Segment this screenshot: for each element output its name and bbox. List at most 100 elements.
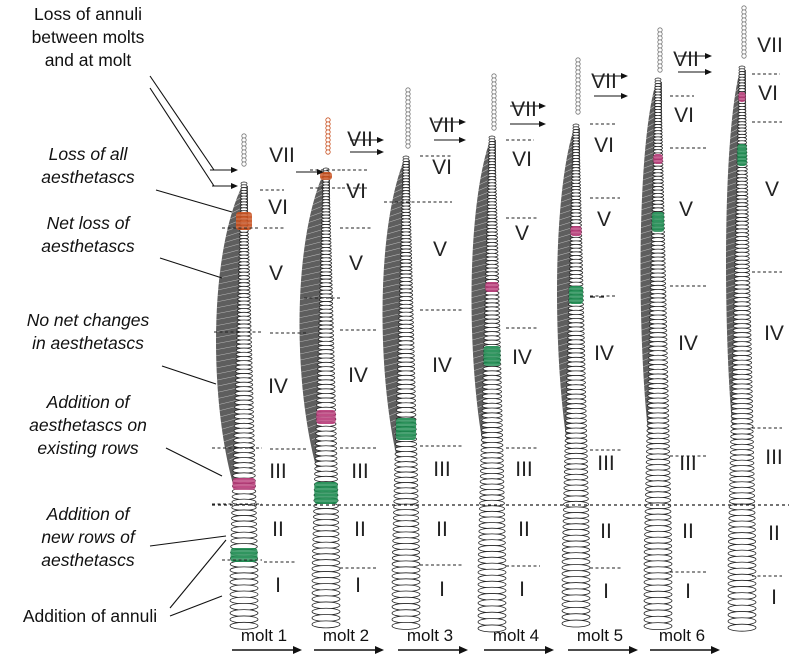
arrow-head bbox=[231, 183, 238, 189]
tip-segment bbox=[325, 149, 331, 155]
annulus bbox=[478, 516, 506, 524]
callout-line: existing rows bbox=[37, 438, 138, 458]
annuli-columns bbox=[229, 5, 757, 633]
annulus bbox=[391, 590, 421, 599]
orange-band bbox=[320, 172, 332, 180]
annulus bbox=[311, 589, 341, 597]
region-label-vii: VII bbox=[429, 114, 455, 137]
annulus bbox=[229, 578, 259, 586]
annulus bbox=[477, 574, 507, 583]
annulus bbox=[477, 562, 507, 571]
annulus bbox=[643, 615, 673, 624]
annulus bbox=[229, 566, 259, 574]
annulus bbox=[479, 488, 505, 496]
annulus bbox=[728, 497, 756, 505]
annulus bbox=[229, 572, 259, 580]
annulus bbox=[311, 614, 341, 622]
annulus bbox=[562, 517, 590, 525]
annulus bbox=[563, 479, 589, 486]
region-label-ii: II bbox=[600, 520, 612, 543]
callout-line: aesthetascs bbox=[41, 550, 135, 570]
annulus bbox=[643, 609, 673, 618]
annulus bbox=[729, 459, 755, 467]
annulus bbox=[393, 509, 419, 516]
annulus bbox=[479, 483, 505, 491]
annulus bbox=[561, 606, 591, 615]
annulus bbox=[645, 458, 671, 466]
annulus bbox=[561, 558, 591, 566]
annulus bbox=[644, 525, 672, 533]
annulus bbox=[391, 554, 421, 562]
region-label-ii: II bbox=[682, 520, 694, 543]
annulus bbox=[311, 571, 341, 579]
annulus bbox=[562, 540, 590, 548]
annulus bbox=[229, 602, 259, 611]
arrow-head bbox=[459, 119, 466, 125]
annulus bbox=[391, 609, 421, 617]
annulus bbox=[311, 559, 341, 567]
annulus bbox=[391, 584, 421, 592]
region-label-vii: VII bbox=[269, 144, 295, 167]
annulus bbox=[727, 623, 757, 632]
region-label-vii: VII bbox=[591, 70, 617, 93]
annulus bbox=[727, 586, 757, 594]
annulus bbox=[478, 539, 506, 547]
annulus bbox=[229, 596, 259, 605]
region-label-iii: III bbox=[679, 452, 697, 475]
annulus bbox=[392, 525, 420, 533]
annulus bbox=[729, 449, 755, 456]
region-label-vi: VI bbox=[432, 156, 452, 179]
annulus bbox=[391, 566, 421, 574]
magenta-band bbox=[570, 226, 582, 236]
region-label-i: I bbox=[439, 578, 445, 601]
arrow-head bbox=[539, 103, 546, 109]
annulus bbox=[230, 526, 258, 534]
arrow-head bbox=[621, 73, 628, 79]
annulus bbox=[391, 560, 421, 568]
annulus bbox=[391, 615, 421, 624]
leader-line bbox=[149, 535, 227, 547]
region-label-iii: III bbox=[765, 446, 783, 469]
annulus bbox=[477, 556, 507, 565]
region-label-vi: VI bbox=[512, 148, 532, 171]
region-label-iii: III bbox=[351, 460, 369, 483]
annulus bbox=[312, 541, 340, 549]
annulus bbox=[562, 523, 590, 531]
annulus bbox=[645, 474, 671, 482]
annulus bbox=[729, 486, 755, 494]
annulus bbox=[391, 548, 421, 556]
annulus bbox=[643, 554, 673, 562]
annulus bbox=[727, 537, 757, 546]
region-label-vii: VII bbox=[511, 98, 537, 121]
annulus bbox=[727, 592, 757, 600]
magenta-band bbox=[738, 92, 746, 102]
annulus bbox=[727, 567, 757, 576]
molt-arrow-3: molt 3 bbox=[398, 626, 468, 654]
annulus bbox=[643, 572, 673, 580]
annulus bbox=[312, 519, 340, 526]
annulus bbox=[311, 553, 341, 561]
molt-arrow-4: molt 4 bbox=[484, 626, 554, 654]
annulus bbox=[644, 530, 672, 538]
annulus bbox=[478, 522, 506, 530]
arrow-head bbox=[621, 93, 628, 99]
annulus bbox=[311, 577, 341, 585]
callout-line: new rows of bbox=[41, 527, 137, 547]
annulus bbox=[563, 473, 589, 481]
annulus bbox=[645, 485, 671, 493]
annulus bbox=[727, 617, 757, 626]
leader-line bbox=[155, 189, 233, 213]
region-boundaries bbox=[212, 73, 789, 577]
annulus bbox=[563, 484, 589, 492]
region-label-ii: II bbox=[768, 522, 780, 545]
annulus bbox=[392, 542, 420, 551]
molt-arrow-1: molt 1 bbox=[232, 626, 302, 654]
annulus bbox=[477, 599, 507, 607]
region-label-iii: III bbox=[269, 460, 287, 483]
region-label-ii: II bbox=[518, 518, 530, 541]
annulus bbox=[728, 520, 756, 528]
annulus bbox=[311, 601, 341, 610]
